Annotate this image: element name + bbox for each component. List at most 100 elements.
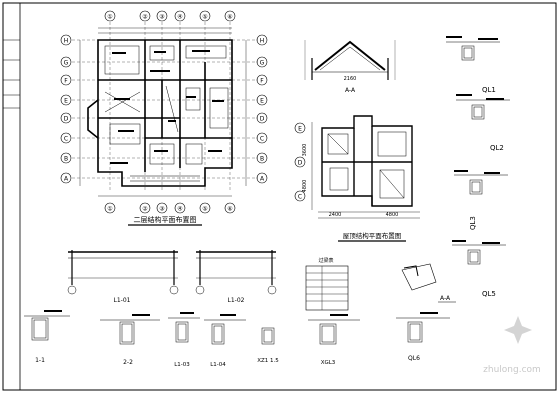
svg-text:⑤: ⑤ [202,14,207,21]
svg-text:E: E [298,126,302,133]
svg-text:C: C [260,136,264,143]
svg-text:A: A [260,176,265,183]
section-label-2-2: 2-2 [123,359,133,366]
axis-bubble-left: C [60,132,72,144]
bottom-sections: 1-1 2-2 L1-03 L1-04 XZ1 1.5 XGL3 QL6 [24,310,450,368]
svg-text:②: ② [142,14,148,21]
svg-text:G: G [64,60,69,67]
floor-plan-title: 二层结构平面布置图 [134,215,197,224]
axis-bubble-bottom: ② [139,202,151,214]
axis-bubble-right: D [256,112,268,124]
section-label-l1-03: L1-03 [174,362,190,368]
axis-bubble-bottom: ③ [156,202,168,214]
elevation-label-1: L1-01 [114,297,131,304]
axis-bubble-left: H [60,34,72,46]
beam-details-right: QL1 QL2 QL3 QL5 [446,36,510,298]
watermark-text: zhulong.com [483,365,541,375]
axis-bubble-right: H [256,34,268,46]
lintel-table: 过梁表 [305,257,349,311]
section-label-1-1: 1-1 [35,357,45,364]
svg-text:B: B [260,156,264,163]
axis-bubble-bottom: ⑤ [199,202,211,214]
section-aa-label: A-A [345,87,356,94]
svg-text:D: D [298,160,303,167]
roof-dim-4: 4800 [302,180,308,193]
axis-bubble-top: ⑤ [199,10,211,22]
beam-ql5: QL5 [482,290,496,298]
svg-text:H: H [260,38,265,45]
svg-text:H: H [64,38,69,45]
svg-text:E: E [64,98,68,105]
svg-text:①: ① [107,206,112,213]
axis-bubble-bottom: ⑥ [224,202,236,214]
section-label-xz1: XZ1 1.5 [257,358,279,364]
beam-ql3: QL3 [469,216,477,230]
roof-dim-2: 4800 [386,212,399,218]
svg-text:C: C [298,194,302,201]
axis-bubble-right: G [256,56,268,68]
axis-bubble-top: ② [139,10,151,22]
roof-axis-bubble: C [294,190,306,202]
svg-text:③: ③ [159,206,164,213]
svg-text:④: ④ [177,206,182,213]
section-aa-dim: 2160 [344,76,357,82]
axis-bubble-top: ④ [174,10,186,22]
axis-bubble-left: D [60,112,72,124]
axis-bubble-left: E [60,94,72,106]
axis-bubble-top: ① [104,10,116,22]
svg-text:③: ③ [159,14,164,21]
svg-text:E: E [260,98,264,105]
beam-ql2: QL2 [490,144,504,152]
section-aa: 2160 A-A [304,40,396,94]
detail-aa-callout: A-A [401,263,456,303]
svg-text:⑥: ⑥ [227,14,232,21]
section-label-xgl3: XGL3 [321,360,336,366]
axis-bubble-bottom: ④ [174,202,186,214]
axis-bubble-top: ③ [156,10,168,22]
table-title: 过梁表 [318,257,333,264]
svg-text:G: G [260,60,265,67]
elevation-l1-01: L1-01 [67,250,179,304]
roof-plan-title: 屋顶结构平面布置图 [343,231,402,240]
elevation-l1-02: L1-02 [195,250,277,304]
svg-text:⑥: ⑥ [227,206,232,213]
watermark: zhulong.com [483,316,541,375]
svg-text:C: C [64,136,68,143]
svg-text:D: D [64,116,69,123]
title-strip [3,39,20,109]
axis-bubble-right: F [256,74,268,86]
axis-bubble-left: B [60,152,72,164]
roof-plan: E D C 2400 4800 3600 4800 屋顶结构平面布置图 [294,115,420,242]
svg-text:①: ① [107,14,112,21]
axis-bubble-right: A [256,172,268,184]
axis-bubble-right: B [256,152,268,164]
sheet-border [2,2,557,391]
svg-text:A: A [64,176,69,183]
svg-text:F: F [260,78,264,85]
svg-text:②: ② [142,206,148,213]
section-label-l1-04: L1-04 [210,362,226,368]
detail-aa-label: A-A [440,295,451,302]
axis-bubble-right: E [256,94,268,106]
svg-text:F: F [64,78,68,85]
axis-bubble-left: G [60,56,72,68]
section-label-ql6: QL6 [408,355,420,362]
roof-dim-3: 3600 [302,144,308,157]
axis-bubble-left: A [60,172,72,184]
floor-plan: ① ① ② ② ③ ③ ④ ④ ⑤ ⑤ ⑥ ⑥ H H G G F F E E D D C C B B A A [60,10,268,226]
roof-axis-bubble: D [294,156,306,168]
elevation-label-2: L1-02 [228,297,245,304]
axis-bubble-top: ⑥ [224,10,236,22]
beam-ql1: QL1 [482,86,496,94]
axis-bubble-left: F [60,74,72,86]
svg-text:⑤: ⑤ [202,206,207,213]
svg-text:B: B [64,156,68,163]
svg-text:D: D [260,116,265,123]
axis-bubble-right: C [256,132,268,144]
svg-text:④: ④ [177,14,182,21]
roof-dim-1: 2400 [329,212,342,218]
axis-bubble-bottom: ① [104,202,116,214]
roof-axis-bubble: E [294,122,306,134]
